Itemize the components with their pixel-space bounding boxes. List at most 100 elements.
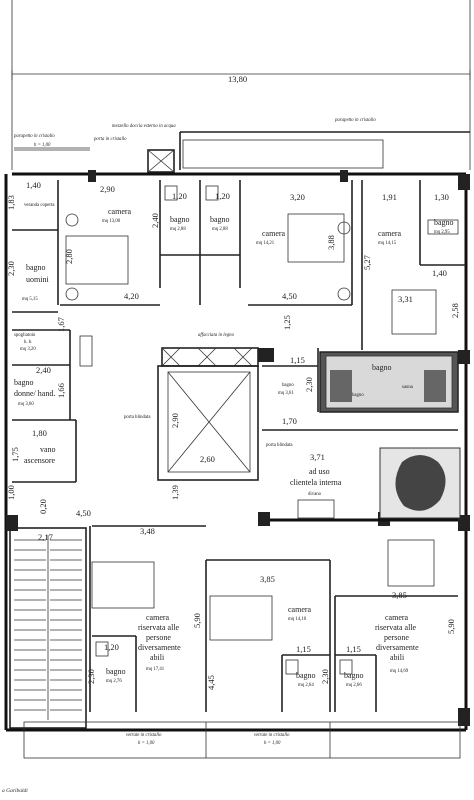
bagno-central-area: mq 3,61	[278, 391, 294, 396]
camera-ra2-area: mq 14,69	[390, 669, 409, 674]
dim-115c: 1,15	[346, 644, 361, 654]
shower-note: mezzello doccia esterno in acqua	[112, 124, 176, 129]
ascensore-l2: ascensore	[24, 456, 56, 465]
bagno-donne-l1: bagno	[14, 378, 34, 387]
top-rooms: camera mq 13,00 bagno mq 2,88 bagno mq 2…	[12, 180, 466, 350]
dim-331: 3,31	[398, 294, 413, 304]
dim-183: 1,83	[6, 195, 16, 210]
bagno-uomini-l2: uomini	[26, 275, 49, 284]
glass-door-label: porta in cristallo	[93, 137, 127, 142]
dim-590b: 5,90	[446, 619, 456, 634]
dim-115a: 1,15	[290, 355, 305, 365]
dim-175: 1,75	[10, 447, 20, 462]
dim-320: 3,20	[290, 192, 305, 202]
bottom-rooms: camera riservata alle persone diversamen…	[89, 525, 458, 712]
spogliatoio-l1: spogliatoio	[14, 333, 36, 338]
dim-371: 3,71	[310, 452, 325, 462]
bagno1-area: mq 2,88	[170, 227, 186, 232]
camera-ra2-l3: persone	[384, 633, 409, 642]
dim-139: 1,39	[170, 485, 180, 500]
dim-217: 2,17	[38, 532, 53, 542]
divano-label: divano	[308, 492, 322, 497]
bagno-uomini-l1: bagno	[26, 263, 46, 272]
dim-290: 2,90	[100, 184, 115, 194]
staircase	[9, 527, 87, 729]
spogliatoio-area: mq 3,20	[20, 347, 36, 352]
wc-bagno: bagno	[372, 363, 392, 372]
parapet-right-label: parapetto in cristallo	[334, 118, 376, 123]
camera-mid-area: mq 14,10	[288, 617, 307, 622]
street-label: a Garibaldi	[2, 788, 28, 794]
camera3-name: camera	[378, 229, 402, 238]
camera2-area: mq 14,21	[256, 241, 275, 246]
dim-170: 1,70	[282, 416, 297, 426]
parapet-left-label: parapetto in cristallo	[13, 134, 55, 139]
bagno2-name: bagno	[210, 215, 230, 224]
dim-140b: 1,40	[432, 268, 447, 278]
bagno-b3-area: mq 2,66	[346, 683, 362, 688]
dim-180: 1,80	[32, 428, 47, 438]
dim-240: 2,40	[150, 213, 160, 228]
bagno-b2-name: bagno	[296, 671, 316, 680]
camera1-name: camera	[108, 207, 132, 216]
glass-left-height: h = 1,00	[138, 741, 155, 746]
camera-ra2-l5: abili	[390, 653, 405, 662]
dim-230d: 2,30	[320, 669, 330, 684]
camera2-name: camera	[262, 229, 286, 238]
camera1-area: mq 13,00	[102, 219, 121, 224]
glass-right-label: vetrate in cristallo	[254, 733, 290, 738]
bagno-b3-name: bagno	[344, 671, 364, 680]
dim-130: 1,30	[434, 192, 449, 202]
bagno3-name: bagno	[434, 218, 454, 227]
dim-385a: 3,85	[260, 574, 275, 584]
spa-area: bagno bagno sauna bagno mq 3,61	[262, 348, 459, 431]
dim-290b: 2,90	[170, 413, 180, 428]
hall-l1: ad uso	[309, 467, 330, 476]
dim-445: 4,45	[206, 675, 216, 690]
dim-258: 2,58	[450, 303, 460, 318]
wc-sauna-left: bagno	[352, 393, 364, 398]
central-core: affacciata in legno porta blindata porta…	[124, 333, 293, 481]
dim-020: 0,20	[38, 499, 48, 514]
bagno2-area: mq 2,88	[212, 227, 228, 232]
camera-ra2-l4: diversamente	[376, 643, 419, 652]
hall-l2: clientela interna	[290, 478, 342, 487]
dim-166: 1,66	[56, 383, 66, 398]
dim-260: 2,60	[200, 454, 215, 464]
bagno-b1-area: mq 2,76	[106, 679, 122, 684]
camera-ra1-l5: abili	[150, 653, 165, 662]
dim-450b: 4,50	[76, 508, 91, 518]
dim-230b: 2,30	[304, 377, 314, 392]
ascensore-l1: vano	[40, 445, 56, 454]
dim-120b: 1,20	[215, 191, 230, 201]
camera-ra1-l4: diversamente	[138, 643, 181, 652]
dim-100: 1,00	[6, 485, 16, 500]
dim-385b: 3,85	[392, 590, 407, 600]
dim-527: 5,27	[362, 255, 372, 270]
camera-ra1-l2: riservata alle	[138, 623, 180, 632]
top-width: 13,80	[228, 74, 247, 84]
bagno-central-name: bagno	[282, 383, 294, 388]
dim-120c: 1,20	[104, 642, 119, 652]
glass-left-label: vetrate in cristallo	[126, 733, 162, 738]
glass-right-height: h = 1,00	[264, 741, 281, 746]
outer-walls	[4, 170, 470, 732]
left-column: bagno uomini mq 5,15 spogliatoio h. b. m…	[12, 263, 93, 483]
dim-450a: 4,50	[282, 291, 297, 301]
dim-140: 1,40	[26, 180, 41, 190]
dim-420: 4,20	[124, 291, 139, 301]
dim-348: 3,48	[140, 526, 155, 536]
camera-ra2-l1: camera	[385, 613, 409, 622]
bottom-glazing: vetrate in cristallo h = 1,00 vetrate in…	[2, 721, 461, 794]
dim-280: 2,80	[64, 249, 74, 264]
dim-167: 1,67	[56, 317, 66, 332]
dim-120a: 1,20	[172, 191, 187, 201]
bagno-donne-l2: donne/ hand.	[14, 389, 55, 398]
dim-125: 1,25	[282, 315, 292, 330]
hall: ad uso clientela interna divano	[270, 447, 461, 522]
parapet-left-height: h = 1,00	[34, 143, 51, 148]
dim-115b: 1,15	[296, 644, 311, 654]
dim-590a: 5,90	[192, 613, 202, 628]
porta-blindata1: porta blindata	[124, 415, 151, 420]
